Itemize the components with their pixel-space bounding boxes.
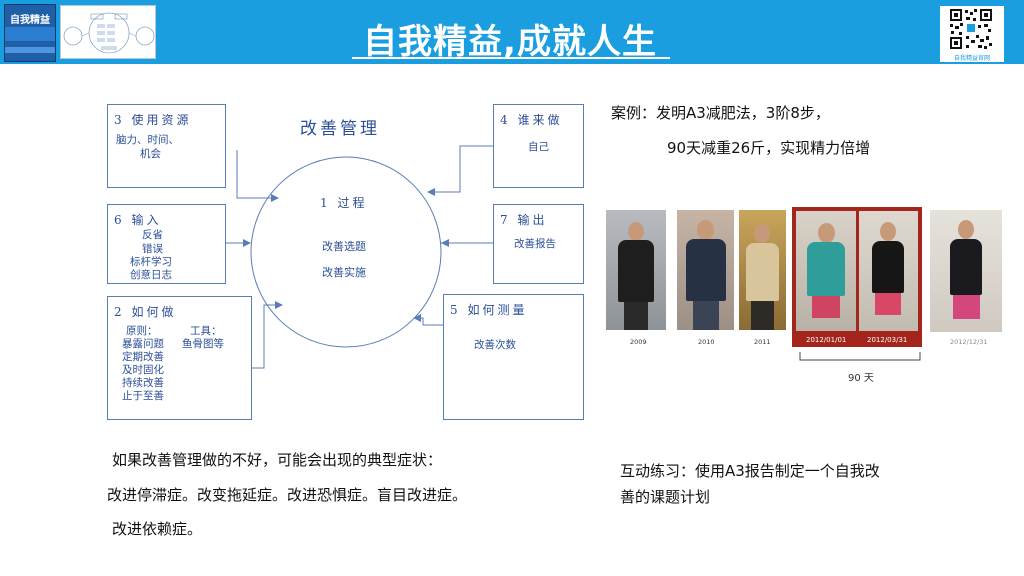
- year-label-2012-01-01: 2012/01/01: [806, 336, 847, 344]
- qr-caption: 自我精益官网: [953, 55, 990, 62]
- box-how-line-4: 持续改善: [122, 377, 164, 389]
- box-how-heading: 2 如何做: [114, 305, 177, 319]
- arrow-how: [252, 301, 283, 369]
- box-use-resources-heading: 3 使用资源: [114, 113, 192, 127]
- box-how-line-2: 定期改善: [122, 351, 164, 363]
- diagram-thumbnail-graphic: [63, 12, 155, 54]
- symptoms-line-1: 改进停滞症。改变拖延症。改进恐惧症。盲目改进症。: [107, 486, 468, 504]
- box-how-principles-label: 原则：: [126, 325, 158, 337]
- photo-2010: [677, 210, 734, 330]
- year-label-2011: 2011: [754, 338, 771, 346]
- qr-code-icon: [949, 8, 993, 50]
- box-use-resources-line-1: 脑力、时间、: [116, 134, 179, 146]
- arrow-who: [427, 145, 493, 196]
- box-how: 2 如何做 原则： 工具： 暴露问题 鱼骨图等 定期改善 及时固化 持续改善 止…: [107, 296, 252, 420]
- box-how-line-3: 及时固化: [122, 364, 164, 376]
- box-how-tools-line: 鱼骨图等: [182, 338, 224, 350]
- box-output: 7 输出 改善报告: [493, 204, 584, 284]
- book-cover-title: 自我精益: [10, 15, 50, 26]
- qr-code-image: 自我精益官网: [940, 6, 1004, 62]
- box-use-resources-line-2: 机会: [140, 148, 161, 160]
- page-title: 自我精益,成就人生: [363, 22, 657, 62]
- symptoms-line-2: 改进依赖症。: [112, 520, 203, 538]
- photo-2012-03-31: [859, 211, 918, 331]
- year-label-2012-03-31: 2012/03/31: [867, 336, 908, 344]
- box-output-heading: 7 输出: [500, 213, 548, 227]
- header-bar: 自我精益 自我精益,成就人生: [0, 0, 1024, 64]
- symptoms-intro: 如果改善管理做的不好，可能会出现的典型症状：: [112, 451, 443, 469]
- box-who: 4 谁来做 自己: [493, 104, 584, 188]
- year-label-2012-12-31: 2012/12/31: [950, 338, 988, 346]
- box-how-line-1: 暴露问题: [122, 338, 164, 350]
- exercise-line-1: 互动练习：使用A3报告制定一个自我改: [620, 462, 880, 480]
- process-heading: 1 过程: [320, 196, 368, 210]
- diagram-title: 改善管理: [300, 119, 380, 139]
- year-label-2009: 2009: [630, 338, 647, 346]
- box-input-line-1: 反省: [142, 229, 163, 241]
- process-line-2: 改善实施: [322, 266, 366, 279]
- box-input-line-3: 标杆学习: [130, 256, 172, 268]
- box-who-line-1: 自己: [528, 141, 549, 153]
- days-bracket: [799, 352, 921, 361]
- box-input-line-4: 创意日志: [130, 269, 172, 281]
- box-measure-line-1: 改善次数: [474, 339, 516, 351]
- arrow-resources: [236, 150, 279, 202]
- process-line-1: 改善选题: [322, 240, 366, 253]
- process-circle: [250, 156, 442, 348]
- box-measure-heading: 5 如何测量: [450, 303, 528, 317]
- year-label-2010: 2010: [698, 338, 715, 346]
- case-line-2: 90天减重26斤，实现精力倍增: [667, 139, 871, 157]
- exercise-line-2: 善的课题计划: [620, 488, 711, 506]
- photo-2012-12-31: [930, 210, 1002, 332]
- case-line-1: 案例：发明A3减肥法，3阶8步，: [611, 104, 830, 122]
- box-input-heading: 6 输入: [114, 213, 162, 227]
- title-underline: [352, 57, 670, 59]
- photo-2012-01-01: [796, 211, 856, 331]
- box-input: 6 输入 反省 错误 标杆学习 创意日志: [107, 204, 226, 284]
- days-label: 90 天: [848, 373, 874, 384]
- box-who-heading: 4 谁来做: [500, 113, 563, 127]
- box-measure: 5 如何测量 改善次数: [443, 294, 584, 420]
- box-how-line-5: 止于至善: [122, 390, 164, 402]
- book-cover-image: 自我精益: [4, 4, 56, 62]
- photo-2009: [606, 210, 666, 330]
- box-how-tools-label: 工具：: [190, 325, 222, 337]
- box-input-line-2: 错误: [142, 243, 163, 255]
- box-use-resources: 3 使用资源 脑力、时间、 机会: [107, 104, 226, 188]
- diagram-thumbnail-image: [60, 5, 156, 59]
- photo-2011: [739, 210, 786, 330]
- box-output-line-1: 改善报告: [514, 238, 556, 250]
- arrow-measure: [413, 314, 443, 326]
